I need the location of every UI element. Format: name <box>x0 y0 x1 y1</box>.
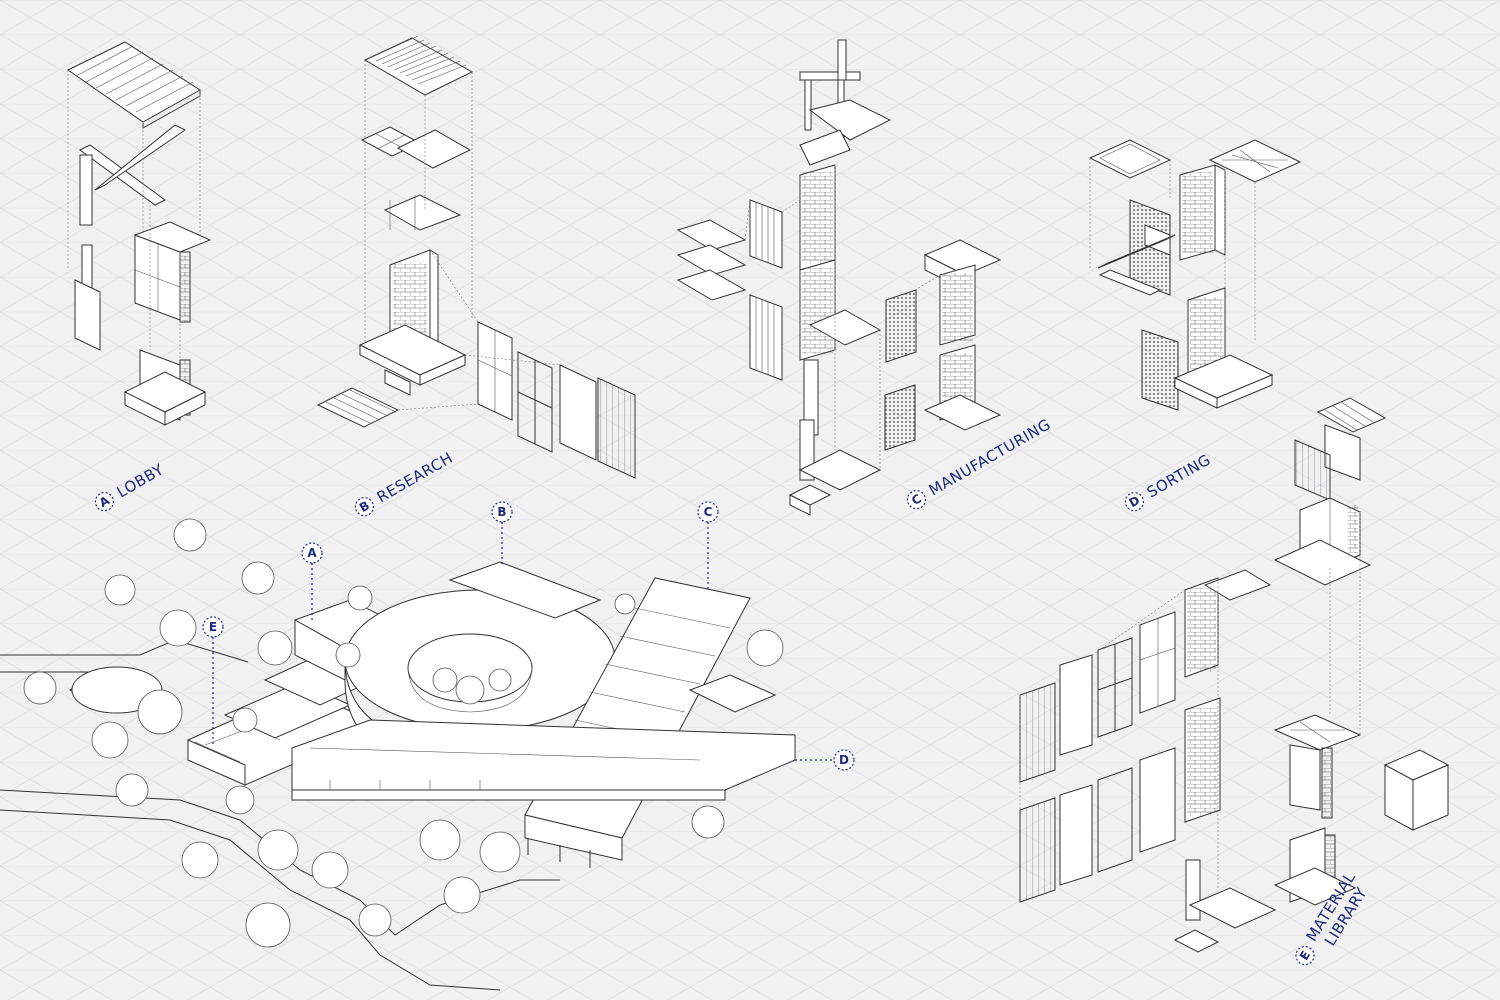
site-callout-e: E <box>202 616 224 638</box>
site-callout-a: A <box>301 542 323 564</box>
manufacturing-exploded-assembly <box>676 39 1002 516</box>
site-trees <box>23 518 784 948</box>
site-callout-c: C <box>697 501 719 523</box>
sorting-exploded-assembly <box>1088 139 1302 411</box>
site-callout-c-letter: C <box>704 505 713 519</box>
lobby-exploded-assembly <box>67 41 212 426</box>
site-callout-a-letter: A <box>307 546 317 560</box>
site-callout-b-letter: B <box>497 505 506 519</box>
site-callout-e-letter: E <box>209 620 217 634</box>
material-library-exploded-assembly <box>1019 397 1450 953</box>
site-plan-axonometric <box>0 518 796 991</box>
site-callout-b: B <box>491 501 513 523</box>
research-exploded-assembly <box>316 35 636 479</box>
site-callout-leaders <box>212 522 832 761</box>
site-callout-d: D <box>833 749 855 771</box>
site-callout-d-letter: D <box>839 753 849 767</box>
